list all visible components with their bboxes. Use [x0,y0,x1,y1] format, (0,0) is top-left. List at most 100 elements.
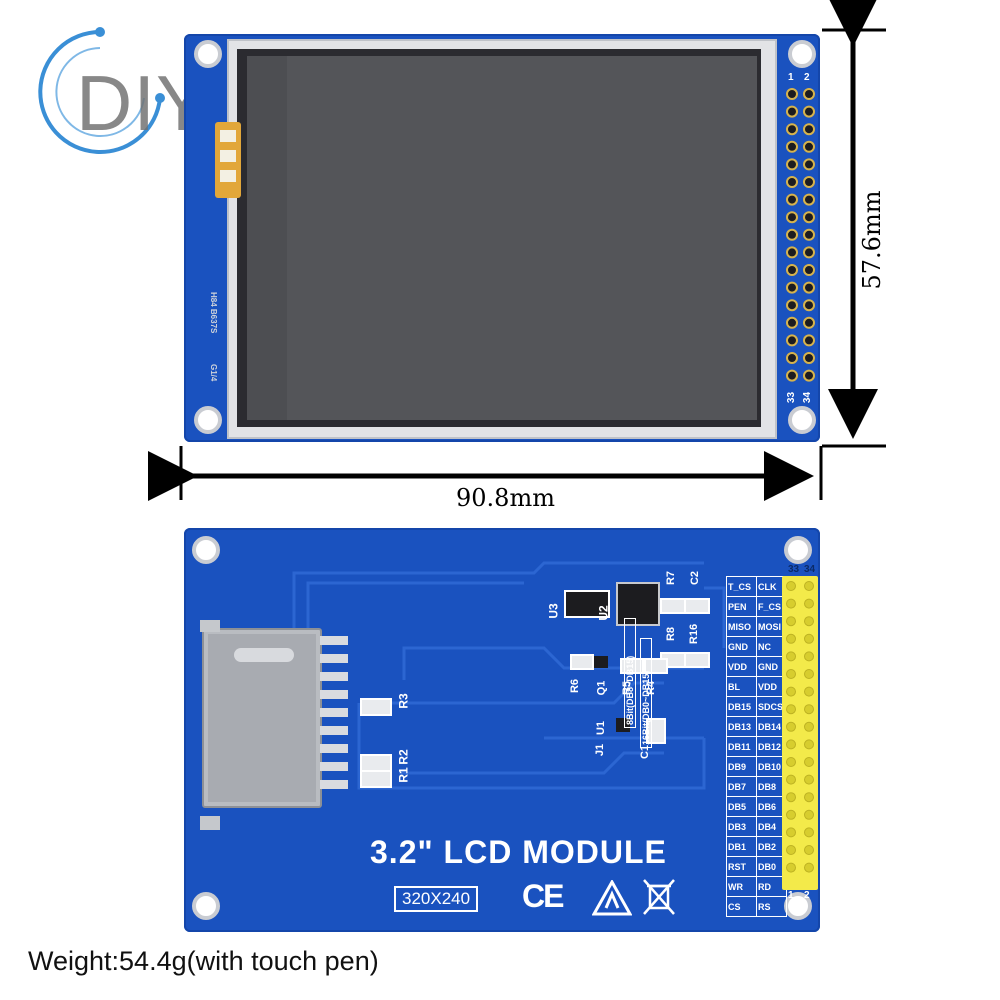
header-pin [804,598,814,609]
module-title: 3.2" LCD MODULE [370,834,667,870]
dimension-lines [148,0,886,501]
through-hole [803,334,815,347]
pin-label: MISO [726,616,757,637]
pcb-traces [292,561,726,790]
pin-number: 2 [804,890,810,901]
pin-number: 33 [788,564,800,575]
sd-slot-pin [320,636,348,645]
ic-u3 [564,590,610,618]
through-hole [803,211,815,224]
pin-number: 1 [788,72,794,83]
header-pin [804,633,814,644]
through-hole [786,228,798,241]
through-hole [786,264,798,276]
pin-number: 34 [804,564,816,575]
header-pin [804,845,814,855]
header-pin [786,721,796,732]
back-pcb: R3 R2 R1 U3 U2 R7 C2 R8 R16 R6 Q1 R5 R4 … [184,528,820,932]
through-hole [786,123,798,136]
resistor-r3 [360,698,392,716]
esd-warning-icon [592,880,632,916]
ic-u2 [616,582,660,626]
component-label: R8 [665,626,678,642]
through-hole [803,105,815,118]
through-hole [786,299,798,312]
mount-hole [788,40,816,68]
through-hole [803,140,815,153]
header-pin [804,792,814,803]
header-pin [786,633,796,644]
lcd-screen [247,56,757,420]
resistor-r6 [570,654,594,670]
mount-hole [788,406,816,434]
header-pin [804,581,814,591]
through-hole [803,193,815,206]
header-pin [786,739,796,750]
pin-number: 1 [788,890,794,901]
pin-label: RST [726,856,757,877]
through-hole [803,264,815,276]
through-hole [803,176,815,188]
component-label: U3 [546,603,561,619]
width-dimension-label: 90.8mm [456,484,555,512]
screen-reflection [247,56,287,420]
pin-label: VDD [726,656,757,677]
header-pin [804,827,814,838]
sd-slot-latch [234,648,294,662]
through-hole [786,158,798,171]
mount-hole [194,40,222,68]
through-hole [786,105,798,118]
through-hole [803,158,815,171]
regulator-u1 [616,718,630,732]
header-pin [786,669,796,679]
through-hole [786,334,798,347]
mode-label-16bit: 16Bit(DB0~DB15) [640,638,652,748]
component-label: U1 [595,720,608,736]
header-pin [786,774,796,785]
mount-hole [194,406,222,434]
pin-number: 2 [804,72,810,83]
pin-label: RS [756,896,787,917]
header-pin [804,704,814,715]
header-pin [786,581,796,591]
through-hole [786,316,798,329]
height-dimension-label: 57.6mm [858,190,886,290]
header-pin [786,686,796,697]
header-pin [786,862,796,873]
header-pin [786,651,796,662]
pin-label: DB13 [726,716,757,737]
pin-label: DB11 [726,736,757,757]
through-hole [786,246,798,259]
through-hole [803,246,815,259]
capacitor-c1 [646,718,666,744]
through-hole [786,193,798,206]
mount-hole [784,536,812,564]
header-pin [804,757,814,767]
mount-hole [192,892,220,920]
header-pin [786,616,796,627]
resistor-r5 [620,658,644,674]
header-pin [804,651,814,662]
header-pin [786,845,796,855]
component-label: R1 [396,767,411,783]
sd-slot-pin [320,780,348,789]
transistor-q1 [594,656,608,668]
component-label: R2 [396,749,411,765]
sd-slot-pin [320,744,348,753]
sd-slot-pin [320,654,348,663]
through-hole [803,88,815,100]
through-hole [786,281,798,294]
header-pin [786,704,796,715]
sd-slot-pin [320,708,348,717]
pin-label: BL [726,676,757,697]
pin-label: T_CS [726,576,757,597]
